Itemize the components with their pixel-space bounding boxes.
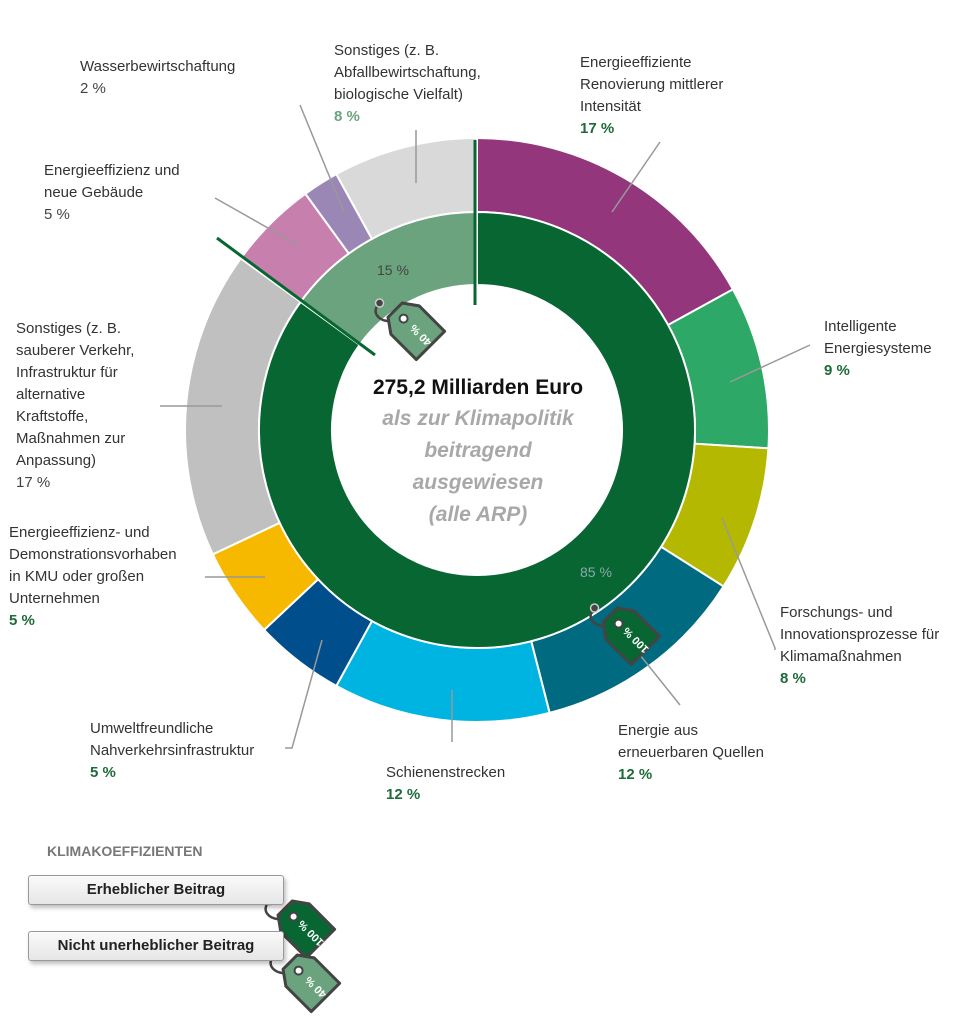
- leader-line: [611, 141, 661, 213]
- inner-slice-0: [258, 210, 696, 649]
- leader-line: [729, 344, 811, 383]
- legend-item-significant: Erheblicher Beitrag: [28, 875, 284, 905]
- leader-line: [285, 639, 323, 749]
- tag-100-percent-icon: 100 %: [589, 603, 662, 667]
- total-amount: 275,2 Milliarden Euro: [372, 376, 584, 399]
- leader-line: [214, 197, 299, 246]
- tag-40-percent-icon: 40 %: [374, 298, 447, 362]
- center-subtitle: (alle ARP): [428, 503, 528, 526]
- legend-item-partial: Nicht unerheblicher Beitrag: [28, 931, 284, 961]
- center-text: 275,2 Milliarden Euro als zur Klimapolit…: [330, 373, 626, 531]
- inner-pct-significant: 85 %: [580, 564, 612, 580]
- center-subtitle: ausgewiesen: [412, 471, 544, 494]
- legend-title: KLIMAKOEFFIZIENTEN: [47, 843, 203, 859]
- inner-pct-significant-partial: 15 %: [377, 262, 409, 278]
- label-other-waste: Sonstiges (z. B.Abfallbewirtschaftung,bi…: [334, 42, 481, 125]
- leader-line: [721, 517, 776, 650]
- label-other-transport: Sonstiges (z. B.sauberer Verkehr,Infrast…: [16, 320, 135, 491]
- center-subtitle: beitragend: [424, 439, 532, 462]
- center-subtitle: als zur Klimapolitik: [382, 407, 574, 430]
- leader-line: [299, 104, 345, 213]
- divider-line: [216, 236, 376, 357]
- legend-tag-100-icon: 100 %: [264, 896, 337, 960]
